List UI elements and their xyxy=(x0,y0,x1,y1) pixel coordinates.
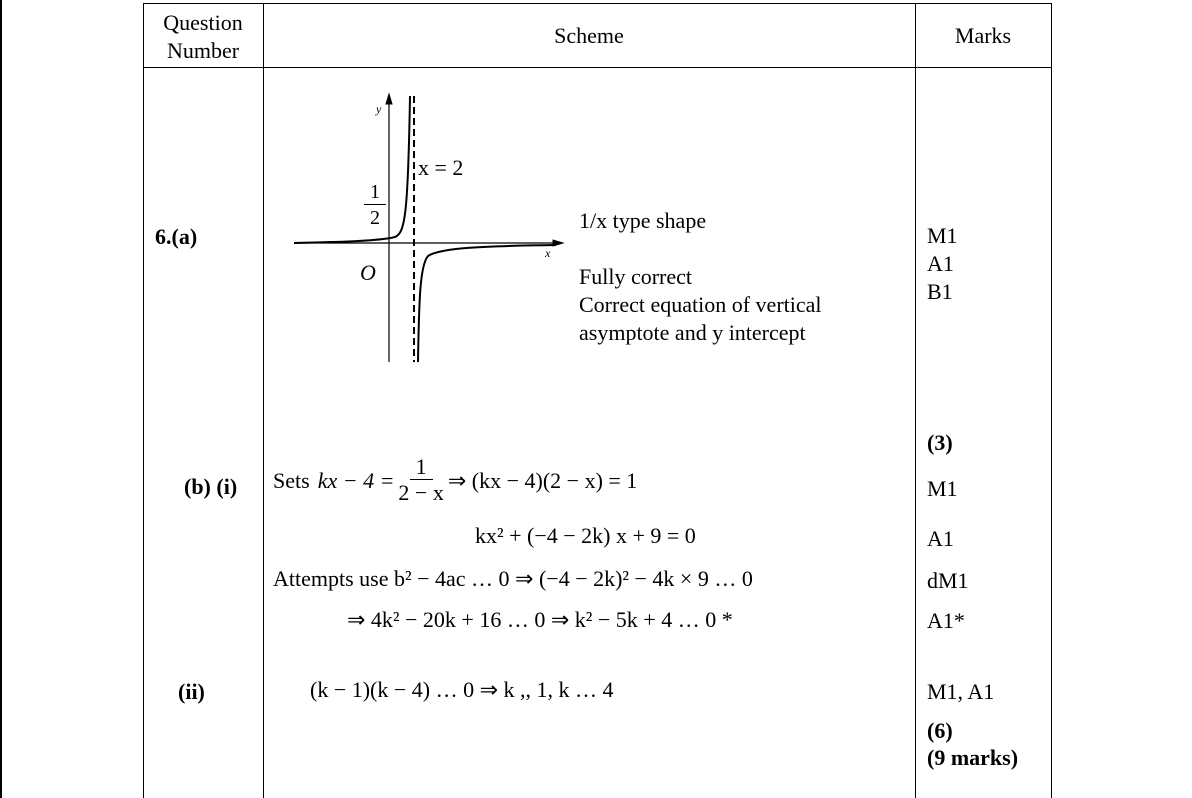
header-number-label: Number xyxy=(166,38,240,63)
column-divider xyxy=(915,3,916,798)
header-marks: Marks xyxy=(954,23,1012,48)
mark: B1 xyxy=(927,279,953,304)
curve-right-branch xyxy=(417,244,557,363)
mark: M1 xyxy=(927,476,958,501)
question-label-6a: 6.(a) xyxy=(155,224,198,249)
header-question-label: Question xyxy=(163,10,243,35)
asymptote-label: x = 2 xyxy=(418,155,464,180)
note-fully-correct: Fully correct xyxy=(579,264,693,289)
mark: M1 xyxy=(927,223,958,248)
intercept-denominator: 2 xyxy=(370,207,380,229)
mark: dM1 xyxy=(927,568,969,593)
intercept-numerator: 1 xyxy=(364,180,386,205)
mark: A1* xyxy=(927,608,965,633)
origin-label: O xyxy=(360,260,376,285)
subtotal-6a: (3) xyxy=(927,430,953,455)
equation-line-2: kx² + (−4 − 2k) x + 9 = 0 xyxy=(475,523,696,548)
marks-6a: M1 A1 B1 xyxy=(927,222,958,306)
table-border-left xyxy=(143,3,144,798)
y-axis-label: y xyxy=(376,102,382,116)
question-label-6b-i: (b) (i) xyxy=(184,474,238,499)
equation-line-5: (k − 1)(k − 4) … 0 ⇒ k ,, 1, k … 4 xyxy=(310,677,614,702)
y-axis-arrow xyxy=(385,92,393,105)
header-divider xyxy=(143,67,1052,68)
page-edge xyxy=(0,0,2,798)
equation-line-3: Attempts use b² − 4ac … 0 ⇒ (−4 − 2k)² −… xyxy=(273,566,753,591)
frac-denominator: 2 − x xyxy=(398,480,444,505)
table-border-top xyxy=(143,3,1052,4)
note-asymptote: Correct equation of vertical xyxy=(579,292,822,317)
table-border-right xyxy=(1051,3,1052,798)
mark: A1 xyxy=(927,526,954,551)
subtotal-6b: (6) xyxy=(927,718,953,743)
eq-lhs: kx − 4 = xyxy=(317,467,395,493)
header-question-number: Question Number xyxy=(143,9,263,65)
grand-total: (9 marks) xyxy=(927,745,1019,770)
equation-line-4: ⇒ 4k² − 20k + 16 … 0 ⇒ k² − 5k + 4 … 0 * xyxy=(347,607,733,632)
x-axis-label: x xyxy=(545,246,551,260)
curve-left-branch xyxy=(293,95,411,244)
question-label-6b-ii: (ii) xyxy=(178,679,205,704)
note-shape: 1/x type shape xyxy=(579,208,707,233)
notes-block: Fully correct Correct equation of vertic… xyxy=(579,263,822,347)
note-intercept: asymptote and y intercept xyxy=(579,320,806,345)
frac-numerator: 1 xyxy=(409,455,433,480)
mark: M1, A1 xyxy=(927,679,995,704)
eq-prefix: Sets xyxy=(273,467,310,493)
eq-rhs: ⇒ (kx − 4)(2 − x) = 1 xyxy=(447,467,638,493)
column-divider xyxy=(263,3,264,798)
header-scheme: Scheme xyxy=(554,23,624,48)
mark: A1 xyxy=(927,251,954,276)
